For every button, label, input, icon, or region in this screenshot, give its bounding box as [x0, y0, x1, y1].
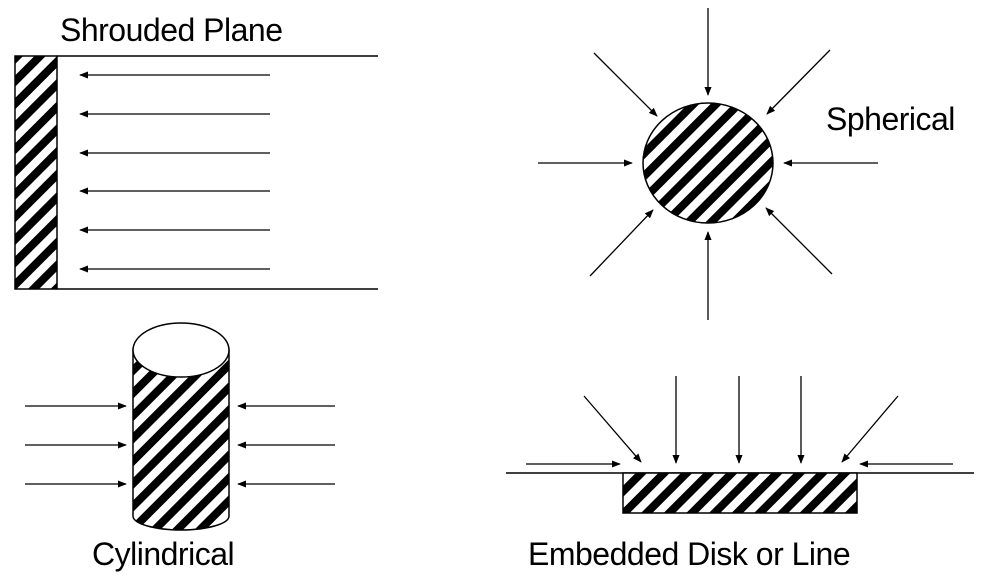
flux-arrow: [841, 395, 899, 463]
label-spherical: Spherical: [826, 101, 955, 137]
flux-arrow: [593, 52, 658, 117]
embedded-disk-group: [506, 376, 974, 514]
flux-arrow: [589, 209, 654, 277]
flux-arrow: [765, 207, 833, 275]
label-cylindrical: Cylindrical: [92, 536, 235, 572]
plane-flux-arrows: [79, 71, 270, 273]
label-embedded-disk: Embedded Disk or Line: [528, 536, 851, 572]
sphere: [642, 102, 774, 224]
sphere-flux-arrows: [538, 8, 878, 320]
flux-arrow: [583, 395, 642, 463]
disk-flux-arrows: [526, 376, 953, 468]
cylindrical-group: [25, 322, 335, 531]
shrouded-plane-group: [14, 55, 378, 290]
embedded-disk: [622, 472, 858, 514]
flux-arrow: [766, 49, 831, 115]
label-shrouded-plane: Shrouded Plane: [60, 12, 283, 48]
cylinder-flux-arrows: [25, 402, 335, 488]
spherical-group: [538, 8, 878, 320]
cylinder-top: [132, 322, 230, 378]
cylinder-body: [132, 349, 230, 531]
plane-surface: [14, 55, 58, 290]
